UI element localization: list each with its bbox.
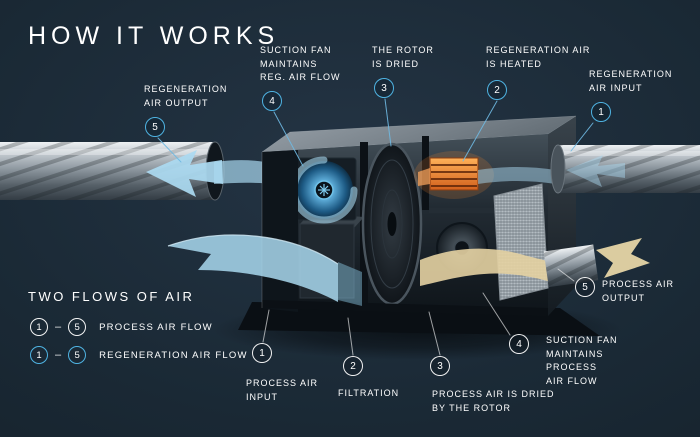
legend-badge-regeneration-from: 1 xyxy=(30,346,48,364)
legend-row-regeneration: 1 – 5 REGENERATION AIR FLOW xyxy=(30,346,248,364)
process-input-air-arrow xyxy=(167,234,362,306)
callout-process-air-output: PROCESS AIR OUTPUT xyxy=(602,279,675,303)
regeneration-fan xyxy=(290,156,358,224)
regeneration-output-duct xyxy=(0,141,225,201)
callout-filtration: FILTRATION xyxy=(338,388,400,398)
dried-air-stream xyxy=(420,248,558,286)
process-leader-lines xyxy=(262,268,575,356)
step-badge-regeneration-4: 4 xyxy=(262,91,282,111)
callout-suction-fan-process: SUCTION FAN MAINTAINS PROCESS AIR FLOW xyxy=(546,335,618,386)
legend-dash: – xyxy=(55,349,62,361)
step-badge-process-5: 5 xyxy=(575,277,595,297)
regeneration-input-duct xyxy=(550,144,700,194)
legend-label-regeneration: REGENERATION AIR FLOW xyxy=(99,349,248,361)
step-badge-regeneration-1: 1 xyxy=(591,102,611,122)
cabinet-top-face xyxy=(261,115,577,153)
process-output-duct xyxy=(543,244,599,288)
callout-process-air-input: PROCESS AIR INPUT xyxy=(246,378,319,402)
step-badge-process-2: 2 xyxy=(343,356,363,376)
cabinet-front-left-panel xyxy=(262,150,298,312)
legend-row-process: 1 – 5 PROCESS AIR FLOW xyxy=(30,318,213,336)
callout-regeneration-air-input: REGENERATION AIR INPUT xyxy=(589,69,673,93)
heater xyxy=(414,151,494,199)
legend-badge-process-from: 1 xyxy=(30,318,48,336)
step-badge-process-3: 3 xyxy=(430,356,450,376)
regeneration-input-air-arrow xyxy=(566,155,625,187)
cabinet-front-bottom-band xyxy=(262,300,548,316)
step-badge-regeneration-3: 3 xyxy=(374,78,394,98)
regeneration-inlet-stream xyxy=(478,167,556,184)
callout-regeneration-air-output: REGENERATION AIR OUTPUT xyxy=(144,84,228,108)
callout-regeneration-air-heated: REGENERATION AIR IS HEATED xyxy=(486,45,591,69)
legend-dash: – xyxy=(55,321,62,333)
interior-shelf xyxy=(429,208,541,213)
rotor xyxy=(361,142,423,306)
step-badge-process-4: 4 xyxy=(509,334,529,354)
filter-panel xyxy=(493,183,549,301)
callout-process-air-dried: PROCESS AIR IS DRIED BY THE ROTOR xyxy=(432,389,555,413)
callout-rotor-is-dried: THE ROTOR IS DRIED xyxy=(372,45,434,69)
step-badge-regeneration-2: 2 xyxy=(487,80,507,100)
callout-suction-fan-regeneration: SUCTION FAN MAINTAINS REG. AIR FLOW xyxy=(260,45,341,82)
step-badge-regeneration-5: 5 xyxy=(145,117,165,137)
regeneration-output-air-arrow xyxy=(146,150,223,197)
step-badge-process-1: 1 xyxy=(252,343,272,363)
regeneration-leader-lines xyxy=(157,98,594,167)
legend-title: TWO FLOWS OF AIR xyxy=(28,289,195,304)
page-title: HOW IT WORKS xyxy=(28,22,280,50)
legend-label-process: PROCESS AIR FLOW xyxy=(99,321,213,333)
process-output-air-arrow xyxy=(596,238,650,278)
heated-air-stream xyxy=(418,168,430,186)
legend-badge-process-to: 5 xyxy=(68,318,87,336)
legend-badge-regeneration-to: 5 xyxy=(68,346,87,364)
